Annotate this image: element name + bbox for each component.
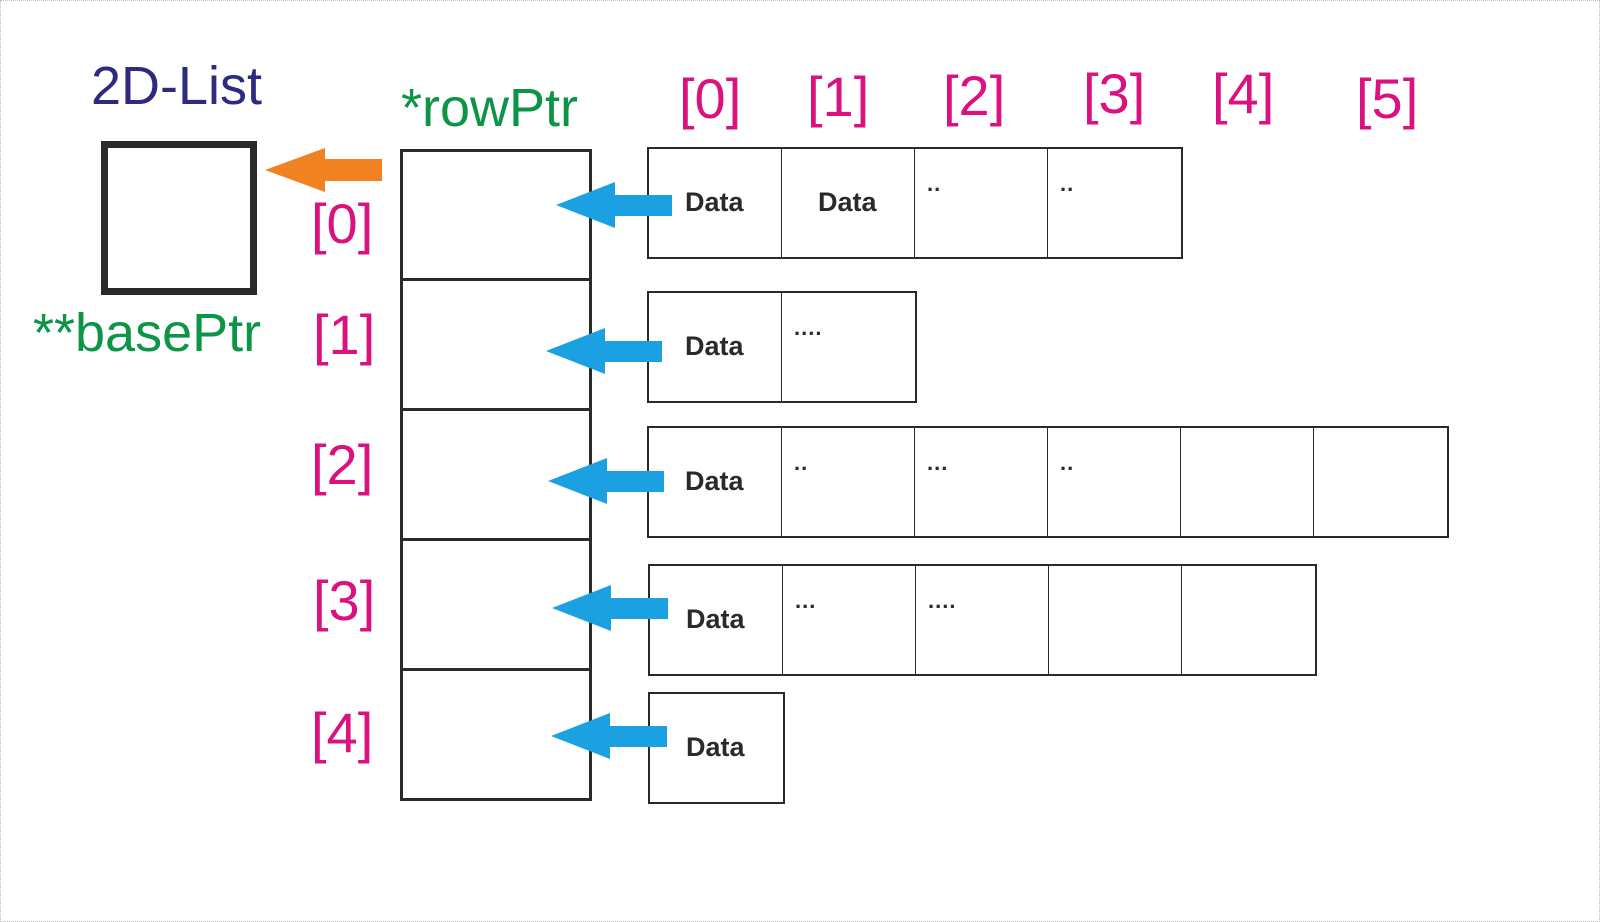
column-index-1: [1]	[807, 65, 870, 128]
row-arrow-2	[548, 458, 664, 504]
row-arrow-4	[551, 713, 667, 759]
data-cell-value: Data	[685, 331, 744, 361]
data-cell-r1-c1: ....	[782, 293, 915, 401]
row-arrow-3	[552, 585, 668, 631]
row-index-3: [3]	[313, 569, 376, 632]
data-cell-r1-c0: Data	[649, 293, 782, 401]
data-cell-r0-c2: ..	[915, 149, 1048, 257]
base-pointer-label: **basePtr	[33, 303, 262, 363]
row-index-0: [0]	[311, 192, 374, 255]
column-index-0: [0]	[679, 67, 742, 130]
data-cell-value: Data	[686, 604, 745, 634]
data-cell-r2-c1: ..	[782, 428, 915, 536]
ellipsis-value: ....	[928, 588, 957, 613]
column-index-2: [2]	[943, 64, 1006, 127]
ellipsis-value: ..	[1060, 450, 1075, 475]
row-index-2: [2]	[311, 433, 374, 496]
row-pointer-cell-2	[400, 408, 592, 541]
ellipsis-value: ..	[1060, 171, 1075, 196]
ellipsis-value: ....	[794, 315, 823, 340]
data-cell-r3-c3	[1049, 566, 1182, 674]
row-pointer-label: *rowPtr	[401, 78, 579, 138]
row-arrow-0	[556, 182, 672, 228]
data-cell-value: Data	[685, 187, 744, 217]
diagram-title: 2D-List	[91, 56, 263, 116]
data-cell-r0-c3: ..	[1048, 149, 1181, 257]
data-row-4: Data	[648, 692, 785, 804]
data-row-3: Data.......	[648, 564, 1317, 676]
base-pointer-arrow	[265, 148, 382, 192]
column-index-5: [5]	[1356, 67, 1419, 130]
data-cell-r2-c3: ..	[1048, 428, 1181, 536]
base-pointer-box	[101, 141, 257, 295]
data-row-1: Data....	[647, 291, 917, 403]
row-index-4: [4]	[311, 701, 374, 764]
row-index-1: [1]	[313, 303, 376, 366]
data-cell-r0-c1: Data	[782, 149, 915, 257]
data-cell-r2-c4	[1181, 428, 1314, 536]
data-cell-r3-c1: ...	[783, 566, 916, 674]
ellipsis-value: ...	[927, 450, 949, 475]
ellipsis-value: ..	[927, 171, 942, 196]
data-cell-r2-c2: ...	[915, 428, 1048, 536]
ellipsis-value: ..	[794, 450, 809, 475]
row-pointer-cell-1	[400, 278, 592, 411]
data-cell-r3-c2: ....	[916, 566, 1049, 674]
column-index-4: [4]	[1212, 62, 1275, 125]
column-index-3: [3]	[1083, 62, 1146, 125]
data-cell-value: Data	[686, 732, 745, 762]
row-pointer-cell-0	[400, 149, 592, 281]
data-cell-r2-c0: Data	[649, 428, 782, 536]
data-row-0: Data Data....	[647, 147, 1183, 259]
data-cell-r3-c0: Data	[650, 566, 783, 674]
ellipsis-value: ...	[795, 588, 817, 613]
data-cell-value: Data	[818, 187, 877, 217]
row-arrow-1	[546, 328, 662, 374]
data-cell-r0-c0: Data	[649, 149, 782, 257]
data-cell-r4-c0: Data	[650, 694, 783, 802]
data-row-2: Data.......	[647, 426, 1449, 538]
data-cell-value: Data	[685, 466, 744, 496]
